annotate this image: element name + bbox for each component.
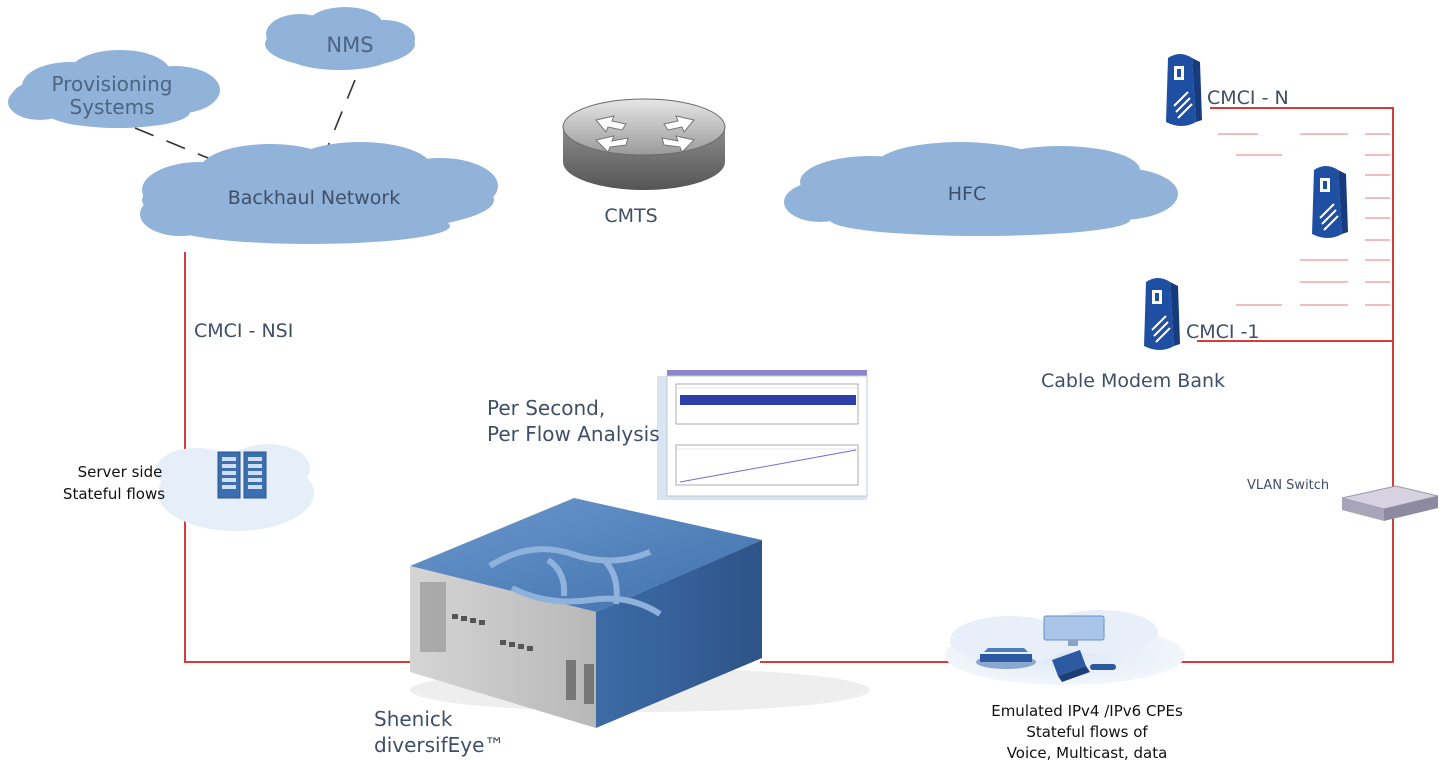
cable-modem-1-icon [1144,278,1180,350]
cmci-nsi-label: CMCI - NSI [194,320,293,342]
cpe-label-2: Stateful flows of [1026,723,1148,741]
cable-modem-mid-icon [1312,166,1348,238]
phone-icon [976,648,1036,669]
backhaul-cloud: Backhaul Network [140,142,498,244]
shenick-label-2: diversifEye™ [374,733,504,757]
server-rack-icon [217,451,267,499]
analysis-label-1: Per Second, [487,396,605,420]
cmci-1-label: CMCI -1 [1186,321,1260,343]
nms-cloud: NMS [265,7,415,70]
provisioning-label-2: Systems [70,95,155,119]
modem-bank-label: Cable Modem Bank [1041,370,1225,392]
nsi-link-line [184,252,430,663]
cable-modem-n-icon [1166,54,1202,126]
analysis-graph-thumbnail [657,370,868,500]
provisioning-cloud: Provisioning Systems [8,50,220,128]
cmci-n-label: CMCI - N [1207,87,1289,109]
shenick-label-1: Shenick [374,707,453,731]
nms-label: NMS [326,33,373,57]
analysis-label-2: Per Flow Analysis [487,422,660,446]
vlan-switch-label: VLAN Switch [1247,478,1329,493]
monitor-icon [1043,615,1105,646]
shenick-diversifeye-chassis-icon [410,498,870,728]
hfc-cloud: HFC [784,142,1178,236]
provisioning-label-1: Provisioning [52,72,173,96]
vlan-switch-icon [1341,485,1439,521]
cpe-label-3: Voice, Multicast, data [1007,744,1168,760]
server-side-label-2: Stateful flows [63,485,165,503]
backhaul-label: Backhaul Network [228,187,401,209]
cpe-label-1: Emulated IPv4 /IPv6 CPEs [991,702,1183,720]
management-links [134,79,356,159]
cmts-label: CMTS [604,205,657,227]
laptop-icon [1052,650,1116,682]
modem-bank-faint-links [1218,133,1390,306]
cmts-router-icon [562,98,726,190]
server-side-label-1: Server side [78,463,163,481]
hfc-label: HFC [948,183,986,205]
